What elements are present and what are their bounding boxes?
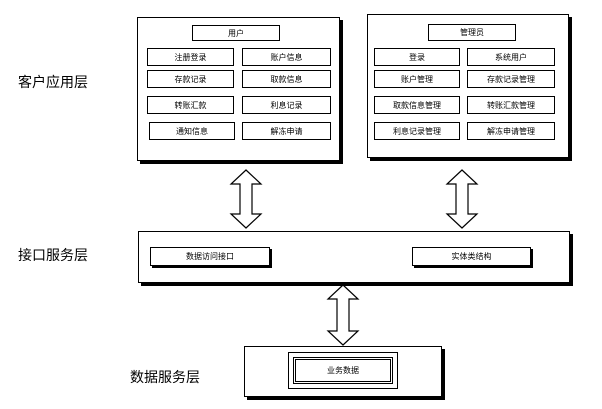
admin-item-transfer-management: 转账汇款管理 — [467, 96, 555, 114]
entity-class-structure-box: 实体类结构 — [412, 247, 531, 266]
user-item-notifications: 通知信息 — [149, 122, 235, 140]
layer-label-interface: 接口服务层 — [18, 248, 88, 264]
admin-item-interest-management: 利息记录管理 — [374, 122, 460, 140]
data-access-interface-box: 数据访问接口 — [150, 247, 270, 266]
user-panel-title: 用户 — [192, 25, 280, 41]
layer-label-client: 客户应用层 — [18, 75, 88, 91]
admin-item-withdraw-management: 取款信息管理 — [374, 96, 460, 114]
double-arrow-icon — [445, 169, 479, 229]
user-item-unfreeze-request: 解冻申请 — [242, 122, 331, 140]
admin-item-account-management: 账户管理 — [374, 70, 460, 88]
user-item-interest-records: 利息记录 — [242, 96, 331, 114]
admin-panel-title: 管理员 — [428, 24, 516, 41]
admin-item-system-users: 系统用户 — [467, 48, 555, 66]
admin-item-deposit-management: 存款记录管理 — [467, 70, 555, 88]
business-data-box: 业务数据 — [293, 357, 393, 384]
user-item-deposit-records: 存款记录 — [147, 70, 234, 88]
user-item-register-login: 注册登录 — [147, 48, 234, 66]
admin-item-login: 登录 — [374, 48, 460, 66]
user-item-account-info: 账户信息 — [242, 48, 331, 66]
admin-item-unfreeze-management: 解冻申请管理 — [467, 122, 555, 140]
user-item-withdraw-info: 取款信息 — [242, 70, 331, 88]
layer-label-data: 数据服务层 — [130, 370, 200, 386]
double-arrow-icon — [229, 169, 263, 229]
double-arrow-icon — [326, 284, 360, 346]
user-item-transfer: 转账汇款 — [147, 96, 234, 114]
